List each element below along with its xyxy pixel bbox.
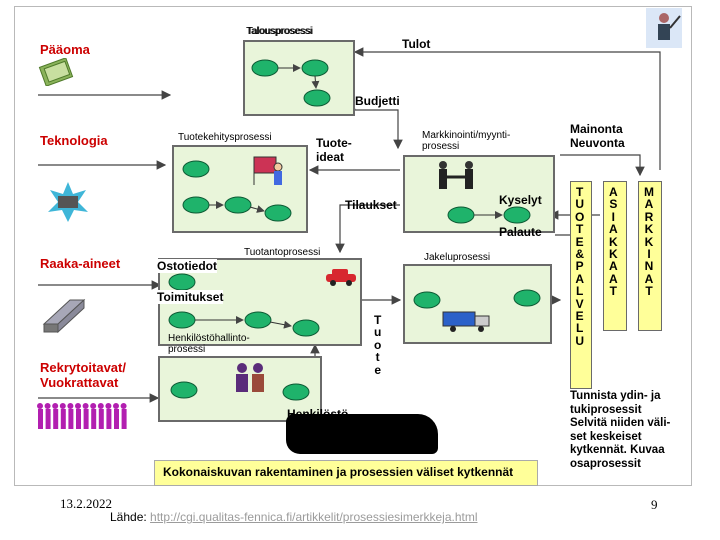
note-text: Tunnista ydin- ja tukiprosessit Selvitä …	[570, 390, 670, 471]
markkinointiprosessi-title-line1: Markkinointi/myynti-	[422, 130, 511, 141]
steel-beam-icon	[40, 296, 88, 336]
flow-budjetti: Budjetti	[355, 94, 400, 108]
flow-kyselyt: Kyselyt	[499, 193, 542, 207]
input-raaka-aineet: Raaka-aineet	[40, 256, 121, 271]
input-paaoma: Pääoma	[40, 42, 90, 57]
caption-text: Kokonaiskuvan rakentaminen ja prosessien…	[163, 465, 514, 479]
input-teknologia: Teknologia	[40, 133, 108, 148]
footer-source-label: Lähde:	[110, 510, 151, 524]
people-icon	[34, 402, 130, 432]
presenter-figure-icon	[644, 6, 684, 50]
flow-tuote-ideat: Tuote- ideat	[316, 136, 352, 164]
note-line-2: tukiprosessit	[570, 403, 642, 416]
caption-box: Kokonaiskuvan rakentaminen ja prosessien…	[154, 460, 538, 486]
flow-tuote-vertical: T u o t e	[374, 313, 382, 377]
flow-ostotiedot: Ostotiedot	[157, 259, 217, 273]
tuotekehitysprosessi-title: Tuotekehitysprosessi	[178, 132, 272, 143]
tuotantoprosessi-title: Tuotantoprosessi	[244, 247, 321, 258]
tuotekehitysprosessi-box	[172, 145, 308, 233]
talousprosessi-box: Talousprosessi	[243, 26, 355, 116]
tuotepalvelu-column: T U O T E & P A L V E L U	[570, 181, 592, 389]
flow-mainonta-neuvonta: Mainonta Neuvonta	[570, 122, 625, 150]
jakeluprosessi-box	[403, 264, 552, 344]
asiakkaat-column: A S I A K K A A T	[603, 181, 627, 331]
presenter-icon	[250, 153, 286, 189]
markkinat-letters: M A R K K I N A T	[644, 185, 654, 299]
markkinointiprosessi-title-line2: prosessi	[422, 141, 460, 152]
footer-page: 9	[651, 497, 658, 512]
footer-source-link[interactable]: http://cgi.qualitas-fennica.fi/artikkeli…	[150, 510, 478, 524]
markkinointiprosessi-box	[403, 155, 555, 233]
flow-neuvonta: Neuvonta	[570, 136, 625, 150]
henkilostoprosessi-box	[158, 356, 322, 422]
chip-icon	[46, 180, 90, 224]
note-line-5: kytkennät. Kuvaa	[570, 444, 665, 456]
flow-palaute: Palaute	[499, 225, 542, 239]
footer-source: Lähde: http://cgi.qualitas-fennica.fi/ar…	[110, 510, 478, 524]
car-icon	[324, 266, 358, 288]
asiakkaat-letters: A S I A K K A A T	[609, 185, 618, 299]
talousprosessi-title: Talousprosessi	[246, 26, 313, 37]
note-line-3: Selvitä niiden väli-	[570, 417, 671, 429]
flow-toimitukset: Toimitukset	[157, 290, 224, 304]
markkinat-column: M A R K K I N A T	[638, 181, 662, 331]
henkilostoprosessi-title-line2: prosessi	[168, 344, 206, 355]
input-rekrytoitavat: Rekrytoitavat/ Vuokrattavat	[40, 360, 126, 390]
flow-tuote-ideat-line2: ideat	[316, 150, 345, 164]
flow-tilaukset: Tilaukset	[345, 198, 397, 212]
redaction-blot	[286, 414, 438, 454]
flow-tulot: Tulot	[402, 37, 431, 51]
footer-date: 13.2.2022	[60, 496, 112, 511]
money-icon	[38, 57, 74, 87]
flow-mainonta: Mainonta	[570, 122, 623, 136]
team-icon	[230, 360, 270, 396]
truck-icon	[441, 308, 493, 334]
flow-tuote-ideat-line1: Tuote-	[316, 136, 352, 150]
note-line-6: osaprosessit	[570, 457, 641, 470]
henkilostoprosessi-title-line1: Henkilöstöhallinto-	[168, 333, 250, 344]
talousprosessi-label: Talousprosessi	[247, 26, 314, 37]
note-line-4: set keskeiset	[570, 430, 642, 443]
input-rekrytoitavat-line1: Rekrytoitavat/	[40, 360, 126, 375]
markkinointiprosessi-title: Markkinointi/myynti- prosessi	[422, 130, 510, 152]
jakeluprosessi-title: Jakeluprosessi	[424, 252, 491, 263]
handshake-icon	[431, 159, 481, 195]
tuotepalvelu-letters: T U O T E & P A L V E L U	[575, 185, 585, 348]
henkilostoprosessi-title: Henkilöstöhallinto- prosessi	[168, 333, 250, 355]
note-line-1: Tunnista ydin- ja	[570, 390, 661, 402]
input-rekrytoitavat-line2: Vuokrattavat	[40, 375, 119, 390]
